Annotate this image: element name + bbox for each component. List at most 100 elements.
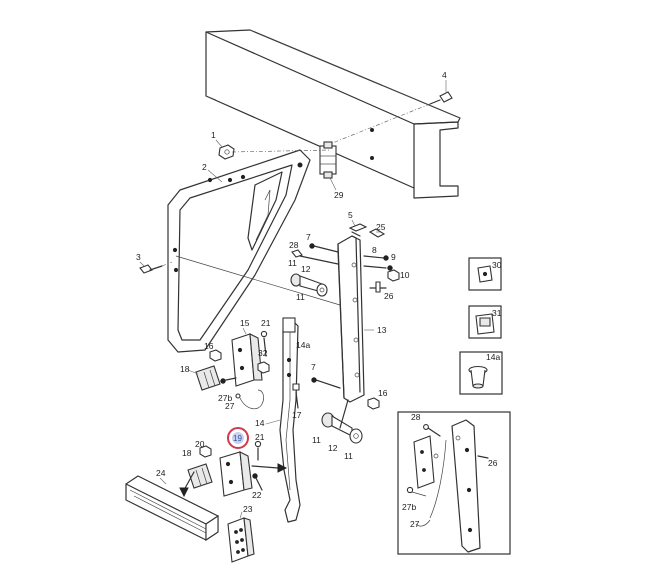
bracket-29 xyxy=(319,141,337,179)
bracket-13 xyxy=(337,235,365,403)
clip-26-top xyxy=(369,281,387,293)
nut-10 xyxy=(387,269,400,282)
callout-18b: 18 xyxy=(182,448,192,458)
leader-24 xyxy=(159,477,167,485)
callout-11c: 11 xyxy=(312,435,321,445)
bolt-9 xyxy=(363,265,393,271)
nut-16-left xyxy=(209,349,222,362)
cable-27 xyxy=(235,389,264,410)
assembly-arrow-18 xyxy=(183,471,195,491)
nut-20 xyxy=(199,445,212,458)
callout-9: 9 xyxy=(391,252,396,262)
callout-32: 32 xyxy=(258,348,268,358)
plate-18-lower xyxy=(187,463,213,489)
leader-18a xyxy=(187,369,199,375)
callout-17: 17 xyxy=(292,410,302,420)
clip-5 xyxy=(348,223,368,237)
callout-29: 29 xyxy=(334,190,344,200)
detail-30: 30 xyxy=(468,257,502,291)
callout-12b: 12 xyxy=(328,443,338,453)
callout-14a: 14a xyxy=(296,340,310,350)
callout-21a: 21 xyxy=(261,318,271,328)
callout-2: 2 xyxy=(202,162,207,172)
leader-2 xyxy=(207,169,223,183)
leader-15 xyxy=(242,327,247,335)
bolt-4 xyxy=(329,91,453,145)
callout-8: 8 xyxy=(372,245,377,255)
detail-callout-27: 27 xyxy=(410,519,420,529)
arm-14 xyxy=(279,317,301,523)
nut-32 xyxy=(257,361,270,374)
callout-28a: 28 xyxy=(289,240,299,250)
bracket-2 xyxy=(167,149,311,353)
callout-13: 13 xyxy=(377,325,387,335)
bolt-3 xyxy=(139,261,173,274)
callout-4: 4 xyxy=(442,70,447,80)
callout-14a-box: 14a xyxy=(486,352,500,362)
callout-25: 25 xyxy=(376,222,386,232)
callout-23: 23 xyxy=(243,504,253,514)
callout-24: 24 xyxy=(156,468,166,478)
detail-14a: 14a xyxy=(459,351,503,395)
highlight-19: 19 xyxy=(227,427,249,449)
callout-16b: 16 xyxy=(204,341,214,351)
detail-31: 31 xyxy=(468,305,502,339)
bolt-8 xyxy=(363,255,389,261)
leader-3 xyxy=(139,261,145,267)
callout-11b: 11 xyxy=(296,292,305,302)
leader-14 xyxy=(265,419,281,425)
callout-18a: 18 xyxy=(180,364,190,374)
callout-19: 19 xyxy=(233,434,242,443)
callout-3: 3 xyxy=(136,252,141,262)
callout-15: 15 xyxy=(240,318,250,328)
plate-18-upper xyxy=(195,365,221,391)
pin-25 xyxy=(368,228,386,238)
callout-7a: 7 xyxy=(306,232,311,242)
rail-24 xyxy=(125,475,219,542)
callout-12a: 12 xyxy=(301,264,311,274)
callout-30: 30 xyxy=(492,260,502,270)
callout-11d: 11 xyxy=(344,451,353,461)
callout-14: 14 xyxy=(255,418,265,428)
bolt-21-lower xyxy=(254,440,262,461)
leader-1 xyxy=(215,139,223,148)
bolt-7-mid xyxy=(311,377,341,389)
spacer-12-top xyxy=(290,273,328,297)
callout-10: 10 xyxy=(400,270,410,280)
callout-27: 27 xyxy=(225,401,235,411)
callout-26a: 26 xyxy=(384,291,394,301)
callout-11a: 11 xyxy=(288,258,297,268)
callout-1: 1 xyxy=(211,130,216,140)
nut-16 xyxy=(367,397,380,410)
leader-23 xyxy=(239,511,243,519)
bolt-7-top xyxy=(309,243,339,253)
callout-22: 22 xyxy=(252,490,262,500)
leader-29 xyxy=(329,177,337,191)
callout-31: 31 xyxy=(492,308,502,318)
callout-7b: 7 xyxy=(311,362,316,372)
bolt-21-upper xyxy=(260,330,268,357)
callout-5: 5 xyxy=(348,210,353,220)
guide-line xyxy=(175,255,341,306)
bolt-22 xyxy=(252,473,263,491)
plate-23 xyxy=(227,517,255,563)
detail-callout-26: 26 xyxy=(488,458,498,468)
hinge-bracket-19 xyxy=(219,451,253,497)
callout-16: 16 xyxy=(378,388,388,398)
bolt-28-top xyxy=(291,249,339,265)
bolt-upper-hinge xyxy=(220,377,237,384)
leader-5 xyxy=(351,219,356,227)
spacer-12-bottom xyxy=(321,399,363,444)
assembly-arrow-19 xyxy=(251,465,279,469)
callout-21b: 21 xyxy=(255,432,265,442)
frame-beam xyxy=(205,29,461,199)
callout-27b: 27b xyxy=(218,393,232,403)
detail-callout-27b: 27b xyxy=(402,502,416,512)
bolt-17 xyxy=(292,383,300,409)
nut-1 xyxy=(218,144,235,160)
detail-box: 28 26 27b 27 xyxy=(397,411,511,555)
callout-20: 20 xyxy=(195,439,205,449)
detail-callout-28: 28 xyxy=(411,412,421,422)
